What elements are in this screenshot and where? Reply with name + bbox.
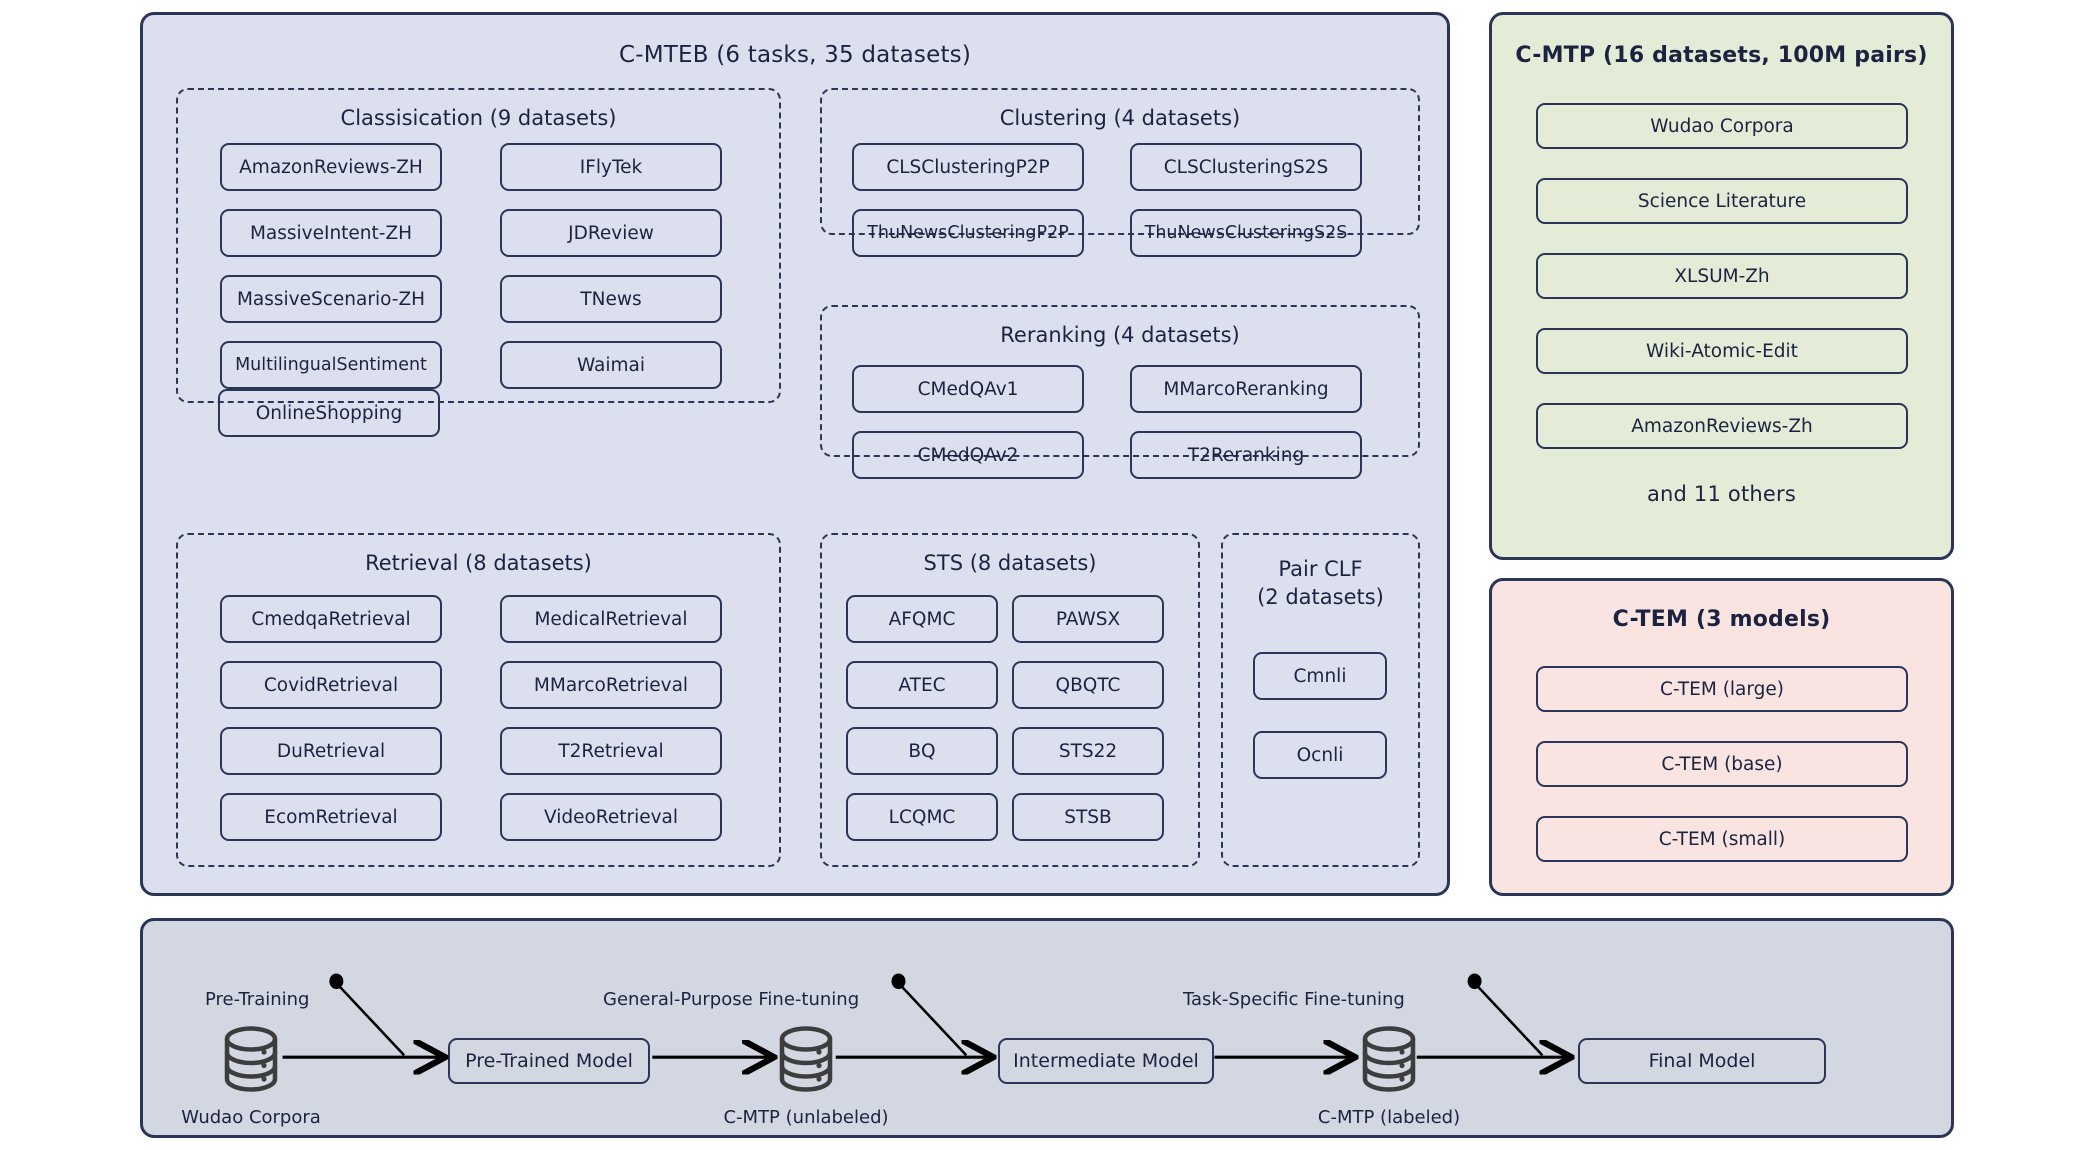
dataset-chip[interactable]: Cmnli bbox=[1253, 652, 1387, 700]
dataset-chip[interactable]: CMedQAv1 bbox=[852, 365, 1084, 413]
dataset-chip[interactable]: ThuNewsClusteringP2P bbox=[852, 209, 1084, 257]
dataset-chip[interactable]: T2Retrieval bbox=[500, 727, 722, 775]
dataset-chip[interactable]: Ocnli bbox=[1253, 731, 1387, 779]
dataset-chip[interactable]: DuRetrieval bbox=[220, 727, 442, 775]
model-chip[interactable]: C-TEM (base) bbox=[1536, 741, 1908, 787]
model-box-intermediate[interactable]: Intermediate Model bbox=[998, 1038, 1214, 1084]
ctem-panel: C-TEM (3 models) C-TEM (large) C-TEM (ba… bbox=[1489, 578, 1954, 896]
dataset-chip[interactable]: Waimai bbox=[500, 341, 722, 389]
group-sts: STS (8 datasets) AFQMC PAWSX ATEC QBQTC … bbox=[820, 533, 1200, 867]
dataset-chip[interactable]: MMarcoReranking bbox=[1130, 365, 1362, 413]
cmteb-title: C-MTEB (6 tasks, 35 datasets) bbox=[618, 42, 972, 68]
cmtp-title: C-MTP (16 datasets, 100M pairs) bbox=[1515, 43, 1928, 68]
dataset-chip[interactable]: CMedQAv2 bbox=[852, 431, 1084, 479]
model-chip[interactable]: C-TEM (large) bbox=[1536, 666, 1908, 712]
stage-label-general-purpose: General-Purpose Fine-tuning bbox=[603, 989, 860, 1010]
corpus-more-label: and 11 others bbox=[1646, 482, 1797, 506]
dataset-chip[interactable]: MultilingualSentiment bbox=[220, 341, 442, 389]
dataset-chip[interactable]: T2Reranking bbox=[1130, 431, 1362, 479]
pipeline-arrows bbox=[282, 973, 1951, 1135]
group-retrieval: Retrieval (8 datasets) CmedqaRetrieval M… bbox=[176, 533, 781, 867]
db-label-cmtp-unlabeled: C-MTP (unlabeled) bbox=[723, 1107, 889, 1128]
corpus-chip[interactable]: Wiki-Atomic-Edit bbox=[1536, 328, 1908, 374]
dataset-chip[interactable]: LCQMC bbox=[846, 793, 998, 841]
group-classification: Classisication (9 datasets) AmazonReview… bbox=[176, 88, 781, 403]
dataset-chip[interactable]: CovidRetrieval bbox=[220, 661, 442, 709]
dataset-chip[interactable]: TNews bbox=[500, 275, 722, 323]
dataset-chip[interactable]: MassiveIntent-ZH bbox=[220, 209, 442, 257]
model-box-pre-trained[interactable]: Pre-Trained Model bbox=[448, 1038, 650, 1084]
database-icon-cmtp-unlabeled bbox=[778, 1026, 834, 1092]
group-classification-title: Classisication (9 datasets) bbox=[340, 106, 617, 130]
group-retrieval-title: Retrieval (8 datasets) bbox=[365, 551, 592, 575]
dataset-chip[interactable]: OnlineShopping bbox=[218, 389, 440, 437]
database-icon-wudao bbox=[223, 1026, 279, 1092]
corpus-chip[interactable]: Wudao Corpora bbox=[1536, 103, 1908, 149]
dataset-chip[interactable]: STS22 bbox=[1012, 727, 1164, 775]
dataset-chip[interactable]: ThuNewsClusteringS2S bbox=[1130, 209, 1362, 257]
dataset-chip[interactable]: ATEC bbox=[846, 661, 998, 709]
group-clustering: Clustering (4 datasets) CLSClusteringP2P… bbox=[820, 88, 1420, 257]
corpus-chip[interactable]: XLSUM-Zh bbox=[1536, 253, 1908, 299]
dataset-chip[interactable]: MedicalRetrieval bbox=[500, 595, 722, 643]
dataset-chip[interactable]: PAWSX bbox=[1012, 595, 1164, 643]
corpus-chip[interactable]: Science Literature bbox=[1536, 178, 1908, 224]
db-label-cmtp-labeled: C-MTP (labeled) bbox=[1317, 1107, 1461, 1128]
pipeline-panel: Pre-Training General-Purpose Fine-tuning… bbox=[140, 918, 1954, 1138]
group-reranking: Reranking (4 datasets) CMedQAv1 MMarcoRe… bbox=[820, 305, 1420, 479]
cmteb-panel: C-MTEB (6 tasks, 35 datasets) Classisica… bbox=[140, 12, 1450, 896]
database-icon-cmtp-labeled bbox=[1361, 1026, 1417, 1092]
dataset-chip[interactable]: EcomRetrieval bbox=[220, 793, 442, 841]
stage-label-pre-training: Pre-Training bbox=[205, 989, 310, 1010]
ctem-title: C-TEM (3 models) bbox=[1612, 607, 1831, 632]
dataset-chip[interactable]: AmazonReviews-ZH bbox=[220, 143, 442, 191]
dataset-chip[interactable]: QBQTC bbox=[1012, 661, 1164, 709]
db-label-wudao: Wudao Corpora bbox=[181, 1107, 321, 1128]
group-sts-title: STS (8 datasets) bbox=[923, 551, 1097, 575]
group-clustering-title: Clustering (4 datasets) bbox=[999, 106, 1241, 130]
dataset-chip[interactable]: CmedqaRetrieval bbox=[220, 595, 442, 643]
model-chip[interactable]: C-TEM (small) bbox=[1536, 816, 1908, 862]
dataset-chip[interactable]: STSB bbox=[1012, 793, 1164, 841]
dataset-chip[interactable]: IFlyTek bbox=[500, 143, 722, 191]
model-box-final[interactable]: Final Model bbox=[1578, 1038, 1826, 1084]
group-pair-clf-title-line1: Pair CLF bbox=[1278, 557, 1363, 581]
group-reranking-title: Reranking (4 datasets) bbox=[1000, 323, 1240, 347]
dataset-chip[interactable]: CLSClusteringP2P bbox=[852, 143, 1084, 191]
cmtp-panel: C-MTP (16 datasets, 100M pairs) Wudao Co… bbox=[1489, 12, 1954, 560]
dataset-chip[interactable]: AFQMC bbox=[846, 595, 998, 643]
dataset-chip[interactable]: JDReview bbox=[500, 209, 722, 257]
group-pair-clf: Pair CLF (2 datasets) Cmnli Ocnli bbox=[1221, 533, 1420, 867]
stage-label-task-specific: Task-Specific Fine-tuning bbox=[1183, 989, 1405, 1010]
group-pair-clf-title-line2: (2 datasets) bbox=[1257, 585, 1384, 609]
dataset-chip[interactable]: VideoRetrieval bbox=[500, 793, 722, 841]
dataset-chip[interactable]: CLSClusteringS2S bbox=[1130, 143, 1362, 191]
dataset-chip[interactable]: MMarcoRetrieval bbox=[500, 661, 722, 709]
corpus-chip[interactable]: AmazonReviews-Zh bbox=[1536, 403, 1908, 449]
dataset-chip[interactable]: MassiveScenario-ZH bbox=[220, 275, 442, 323]
dataset-chip[interactable]: BQ bbox=[846, 727, 998, 775]
